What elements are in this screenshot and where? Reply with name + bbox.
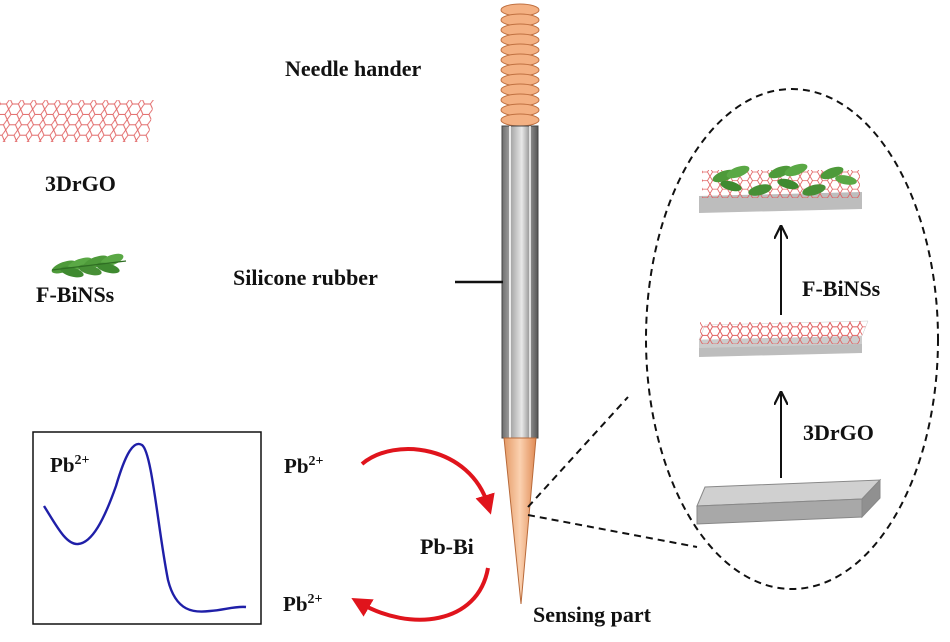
needle-handle (500, 3, 540, 127)
zoom-ellipse (645, 88, 939, 590)
needle-sensing-tip (503, 437, 537, 605)
needle-hander-label: Needle hander (285, 56, 422, 81)
deposition-arrow (360, 447, 495, 515)
signal-plot-frame (32, 431, 262, 625)
step-fbinss-label: F-BiNSs (802, 276, 881, 301)
pb-ion-top-label: Pb2+ (284, 454, 324, 478)
legend-leaf-icon (51, 253, 127, 278)
pb-ion-bottom-label: Pb2+ (283, 592, 323, 616)
sensing-part-label: Sensing part (533, 602, 652, 627)
zoom-leader-top (527, 396, 629, 508)
bare-substrate (696, 478, 882, 525)
signal-curve (42, 442, 247, 613)
stripping-arrow (351, 567, 490, 622)
silicone-rubber-tube (501, 125, 539, 439)
legend-3drgo-label: 3DrGO (45, 171, 116, 196)
substrate-with-3drgo (698, 320, 869, 357)
zoom-leader-bottom (527, 514, 698, 548)
step-3drgo-label: 3DrGO (803, 420, 874, 445)
silicone-rubber-label: Silicone rubber (233, 265, 378, 290)
substrate-with-fbinss (699, 163, 862, 213)
legend-3drgo-sheet (0, 100, 154, 142)
legend-fbinss-label: F-BiNSs (36, 282, 115, 307)
pb-bi-label: Pb-Bi (420, 534, 474, 559)
plot-pb-label: Pb2+ (50, 453, 90, 477)
